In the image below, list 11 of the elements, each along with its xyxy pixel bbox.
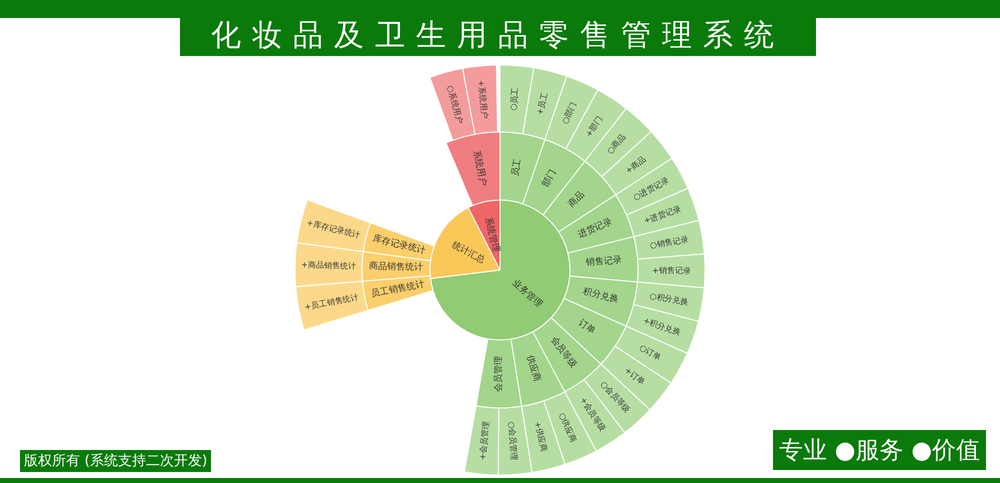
sunburst-segment: 系统用户 xyxy=(446,132,500,206)
title: 化妆品及卫生用品零售管理系统 xyxy=(180,16,816,56)
sunburst-segment: 会员管理 xyxy=(476,338,522,408)
slogan: 专业 ●服务 ●价值 xyxy=(773,430,986,470)
sunburst-segment: +系统用户 xyxy=(462,64,498,135)
sunburst-segment: +库存记录统计 xyxy=(296,199,371,252)
sunburst-segment: +销售记录 xyxy=(636,253,706,288)
sunburst-segment: +会员管理 xyxy=(464,405,500,476)
sunburst-segment: ○会员管理 xyxy=(498,406,533,476)
copyright-note: 版权所有 (系统支持二次开发) xyxy=(20,450,212,472)
sunburst-segment: ○员工 xyxy=(500,64,534,134)
